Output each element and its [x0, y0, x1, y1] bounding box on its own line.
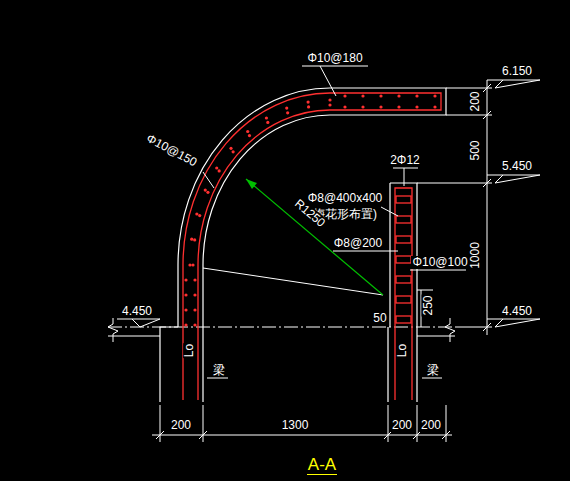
dimension-label: 50	[372, 312, 387, 325]
ground-line	[108, 318, 455, 342]
anchorage-label: Lo	[396, 342, 409, 357]
dimension-lines	[117, 80, 540, 442]
rebar-label: Φ10@100	[411, 256, 468, 269]
elevation-label: 5.450	[501, 160, 533, 173]
rebar-label: Φ10@150	[144, 131, 201, 169]
elevation-label: 4.450	[501, 305, 533, 318]
rebar	[183, 93, 441, 400]
rebar-label: 2Φ12	[389, 154, 421, 167]
dimension-label: 1000	[468, 241, 481, 270]
beam-label: 梁	[212, 364, 226, 377]
concrete-outline	[160, 88, 446, 402]
dimension-label: 250	[422, 294, 435, 316]
beam-label: 梁	[426, 364, 440, 377]
anchorage-label: Lo	[183, 342, 196, 357]
dimension-label: 500	[469, 139, 482, 161]
dimension-label: 200	[420, 419, 442, 432]
section-caption: A-A	[307, 455, 337, 475]
dimension-label: 200	[391, 419, 413, 432]
elevation-label: 4.450	[121, 305, 153, 318]
dimension-label: 1300	[281, 419, 310, 432]
rebar-label: Φ8@200	[333, 237, 383, 250]
leader-lines	[203, 66, 466, 378]
elevation-label: 6.150	[501, 65, 533, 78]
rebar-label: Φ8@400x400	[307, 192, 383, 205]
dimension-label: 200	[469, 90, 482, 112]
radius-line	[246, 179, 383, 295]
rebar-label: Φ10@180	[306, 52, 363, 65]
dimension-label: 200	[170, 419, 192, 432]
